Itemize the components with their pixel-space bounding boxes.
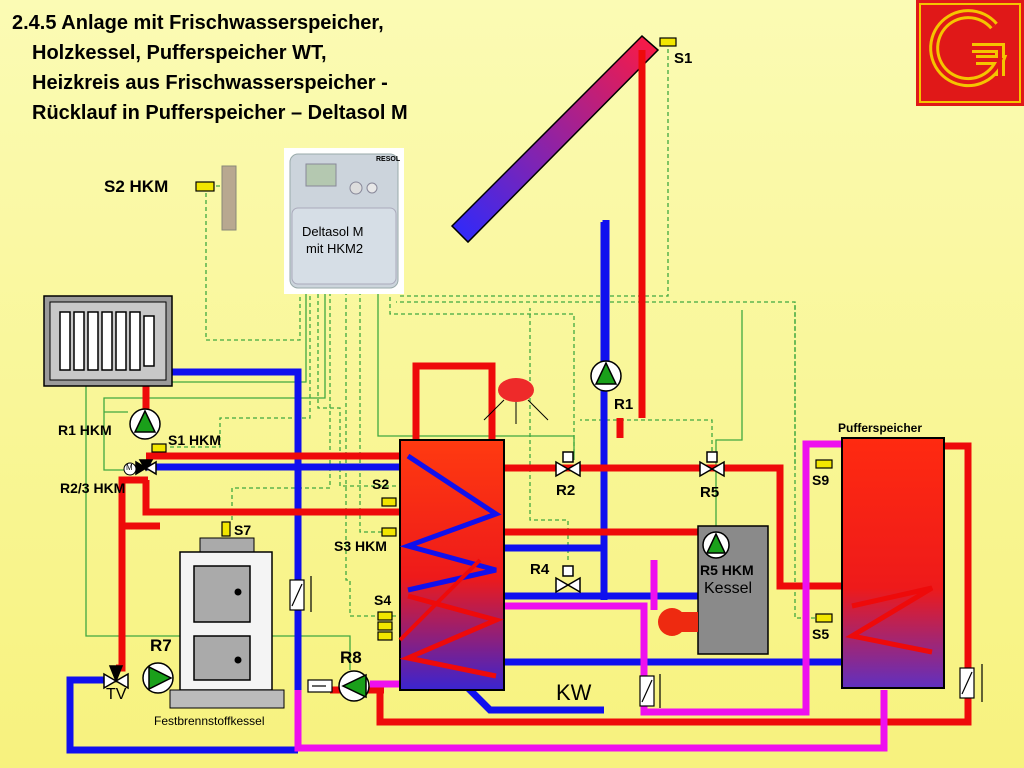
label-s2-hkm: S2 HKM xyxy=(104,177,169,196)
solar-collector xyxy=(450,34,660,244)
label-kw: KW xyxy=(556,680,592,705)
room-sensor xyxy=(221,165,237,231)
pump-r1-hkm xyxy=(129,408,161,440)
label-pufferspeicher: Pufferspeicher xyxy=(838,421,923,435)
signal-lines xyxy=(170,42,822,619)
solid-fuel-boiler xyxy=(169,537,285,709)
pump-r8 xyxy=(338,670,370,702)
label-s9: S9 xyxy=(812,472,830,488)
valve-r23-hkm xyxy=(135,459,157,476)
fresh-water-tank xyxy=(398,439,505,691)
flow-meters xyxy=(289,576,983,708)
label-r5-hkm: R5 HKM xyxy=(700,562,754,578)
valve-tv xyxy=(103,665,129,690)
label-r4: R4 xyxy=(530,561,550,578)
label-r1-hkm: R1 HKM xyxy=(58,422,112,438)
controller-box: RESOL Deltasol M mit HKM2 xyxy=(284,148,404,294)
label-r8: R8 xyxy=(340,648,362,667)
label-s1: S1 xyxy=(674,50,693,67)
valve-r5 xyxy=(699,451,725,478)
label-s7: S7 xyxy=(234,522,252,538)
label-kessel: Kessel xyxy=(704,580,753,597)
pump-r7 xyxy=(142,662,174,694)
buffer-tank xyxy=(841,437,945,689)
controller-label-1: Deltasol M xyxy=(302,224,364,239)
mixer-motor xyxy=(123,462,137,476)
controller-label-2: mit HKM2 xyxy=(306,241,364,256)
sensors xyxy=(151,37,833,641)
label-m: M xyxy=(126,463,133,472)
pumps xyxy=(129,360,730,702)
hot-pipes xyxy=(116,50,972,726)
label-s3-hkm: S3 HKM xyxy=(334,538,387,554)
title-line-2: Holzkessel, Pufferspeicher WT, xyxy=(32,42,327,64)
label-r2: R2 xyxy=(556,482,576,499)
label-tv: TV xyxy=(106,686,127,703)
label-r7: R7 xyxy=(150,636,172,655)
company-logo xyxy=(916,0,1024,106)
label-s2: S2 xyxy=(372,476,390,492)
pump-r5-hkm xyxy=(702,531,730,559)
control-lines xyxy=(85,294,743,690)
label-s5: S5 xyxy=(812,626,830,642)
controller-brand: RESOL xyxy=(376,156,401,163)
shower-head xyxy=(483,378,549,424)
title-line-4: Rücklauf in Pufferspeicher – Deltasol M xyxy=(32,102,408,124)
radiator xyxy=(43,295,173,387)
title-line-1: 2.4.5 Anlage mit Frischwasserspeicher, xyxy=(12,12,384,34)
label-s1-hkm: S1 HKM xyxy=(168,432,221,448)
page-title: 2.4.5 Anlage mit Frischwasserspeicher, H… xyxy=(12,8,572,128)
valve-r2 xyxy=(555,451,581,478)
title-line-3: Heizkreis aus Frischwasserspeicher - xyxy=(32,72,388,94)
valves xyxy=(103,451,725,690)
label-r23-hkm: R2/3 HKM xyxy=(60,480,126,496)
label-r5: R5 xyxy=(700,484,720,501)
label-r1: R1 xyxy=(614,396,634,413)
label-festbrennstoffkessel: Festbrennstoffkessel xyxy=(154,714,265,728)
pump-r1 xyxy=(590,360,622,392)
valve-r4 xyxy=(555,565,581,594)
buffer-pipes xyxy=(294,440,888,752)
label-s4: S4 xyxy=(374,592,392,608)
